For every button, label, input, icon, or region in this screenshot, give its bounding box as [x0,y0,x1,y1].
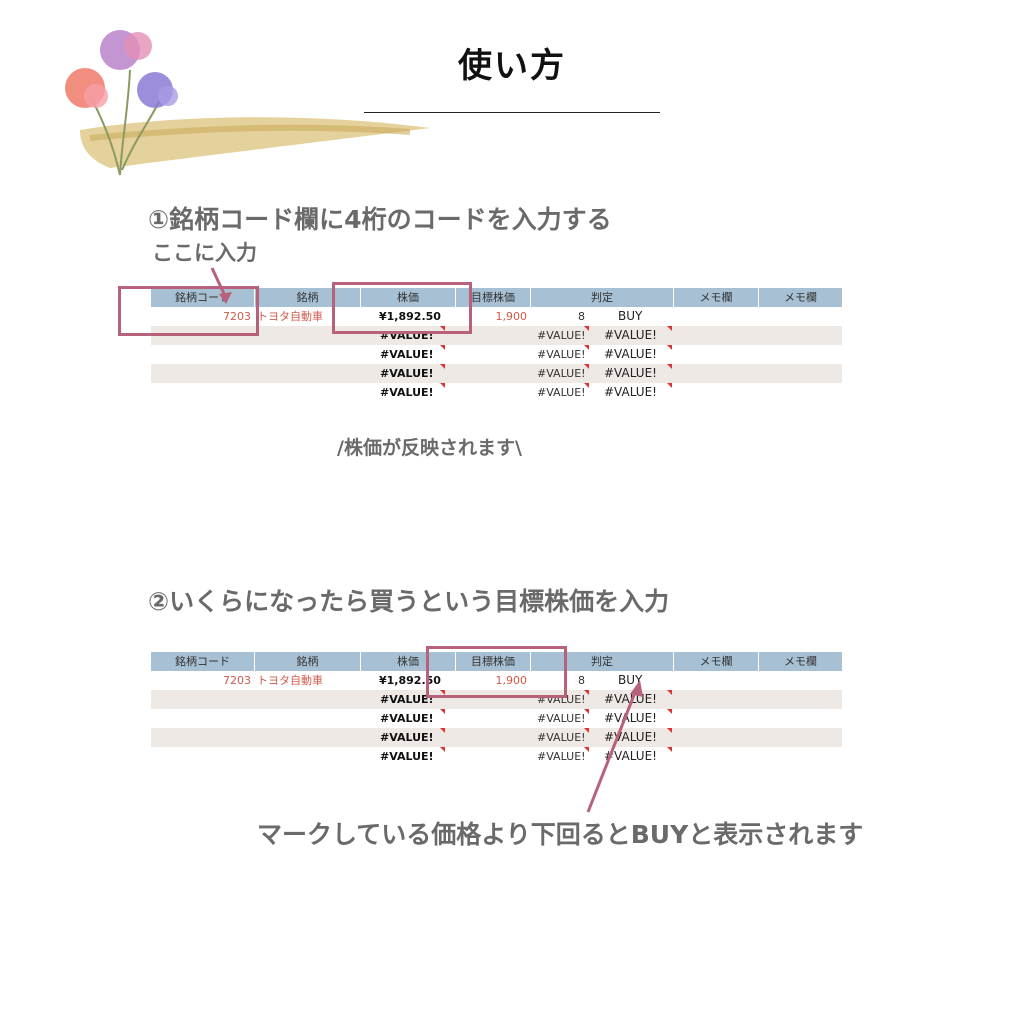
error-marker-icon [584,709,589,714]
judge-error-cell: #VALUE! [604,347,657,361]
header-name: 銘柄 [255,652,361,671]
step1-note: /株価が反映されます\ [337,437,522,459]
code-cell[interactable]: 7203 [223,310,251,323]
target-error-cell: #VALUE! [537,386,586,399]
judge-error-cell: #VALUE! [604,692,657,706]
table-row: #VALUE! #VALUE! #VALUE! [151,709,842,728]
error-marker-icon [584,728,589,733]
header-memo1: メモ欄 [674,652,759,671]
header-row: 銘柄コード 銘柄 株価 目標株価 判定 メモ欄 メモ欄 [151,652,842,671]
error-marker-icon [440,383,445,388]
price-cell: ¥1,892.50 [379,674,441,687]
step1-pointer-label: ここに入力 [152,241,257,265]
title-underline [364,112,660,113]
error-marker-icon [584,747,589,752]
header-target: 目標株価 [456,652,531,671]
target-error-cell: #VALUE! [537,348,586,361]
target-error-cell: #VALUE! [537,329,586,342]
header-price: 株価 [361,652,456,671]
price-error-cell: #VALUE! [380,386,434,399]
table-row: #VALUE! #VALUE! #VALUE! [151,728,842,747]
table-row: 7203 トヨタ自動車 ¥1,892.50 1,900 8 BUY [151,671,842,690]
price-error-cell: #VALUE! [380,731,434,744]
judge-error-cell: #VALUE! [604,328,657,342]
price-highlight-box [332,282,472,334]
error-marker-icon [584,383,589,388]
name-cell: トヨタ自動車 [257,674,323,687]
header-judge: 判定 [531,288,674,307]
target-cell[interactable]: 1,900 [495,674,528,687]
name-cell: トヨタ自動車 [257,310,323,323]
error-marker-icon [667,728,672,733]
table-row: #VALUE! #VALUE! #VALUE! [151,345,842,364]
code-cell[interactable]: 7203 [223,674,251,687]
judge-error-cell: #VALUE! [604,711,657,725]
error-marker-icon [440,345,445,350]
error-marker-icon [584,326,589,331]
step2-note: マークしている価格より下回るとBUYと表示されます [257,820,864,849]
page-title: 使い方 [458,46,566,86]
table-row: #VALUE! #VALUE! #VALUE! [151,747,842,766]
price-error-cell: #VALUE! [380,712,434,725]
header-memo2: メモ欄 [784,655,817,668]
table-row: 7203 トヨタ自動車 ¥1,892.50 1,900 8 BUY [151,307,842,326]
header-row: 銘柄コード 銘柄 株価 目標株価 判定 メモ欄 メモ欄 [151,288,842,307]
error-marker-icon [440,364,445,369]
header-price: 株価 [361,288,456,307]
target-highlight-box [426,646,567,698]
step1-heading: ①銘柄コード欄に4桁のコードを入力する [148,205,612,234]
count-cell: 8 [578,310,585,323]
step2-heading: ②いくらになったら買うという目標株価を入力 [148,587,670,616]
price-error-cell: #VALUE! [380,750,434,763]
error-marker-icon [440,709,445,714]
price-cell: ¥1,892.50 [379,310,441,323]
judge-error-cell: #VALUE! [604,730,657,744]
target-cell[interactable]: 1,900 [495,310,528,323]
target-error-cell: #VALUE! [537,731,586,744]
error-marker-icon [440,326,445,331]
table-row: #VALUE! #VALUE! #VALUE! [151,326,842,345]
error-marker-icon [584,690,589,695]
error-marker-icon [667,326,672,331]
header-memo2: メモ欄 [784,291,817,304]
error-marker-icon [440,690,445,695]
error-marker-icon [667,709,672,714]
table-row: #VALUE! #VALUE! #VALUE! [151,383,842,402]
header-code: 銘柄コード [151,652,255,671]
header-target: 目標株価 [456,288,531,307]
header-memo1: メモ欄 [674,288,759,307]
error-marker-icon [584,345,589,350]
price-error-cell: #VALUE! [380,348,434,361]
spreadsheet-step1: 銘柄コード 銘柄 株価 目標株価 判定 メモ欄 メモ欄 7203 トヨタ自動車 … [151,288,842,402]
error-marker-icon [667,690,672,695]
judge-error-cell: #VALUE! [604,749,657,763]
error-marker-icon [584,364,589,369]
header-judge: 判定 [531,652,674,671]
judge-error-cell: #VALUE! [604,385,657,399]
judge-cell: BUY [618,673,643,687]
error-marker-icon [667,364,672,369]
flower-decoration-icon [65,30,430,176]
price-error-cell: #VALUE! [380,367,434,380]
target-error-cell: #VALUE! [537,712,586,725]
code-highlight-box [118,286,259,336]
error-marker-icon [440,747,445,752]
count-cell: 8 [578,674,585,687]
judge-cell: BUY [618,309,643,323]
error-marker-icon [440,728,445,733]
price-error-cell: #VALUE! [380,693,434,706]
error-marker-icon [667,383,672,388]
table-row: #VALUE! #VALUE! #VALUE! [151,364,842,383]
judge-error-cell: #VALUE! [604,366,657,380]
target-error-cell: #VALUE! [537,367,586,380]
error-marker-icon [667,747,672,752]
target-error-cell: #VALUE! [537,750,586,763]
header-name: 銘柄 [255,288,361,307]
error-marker-icon [667,345,672,350]
